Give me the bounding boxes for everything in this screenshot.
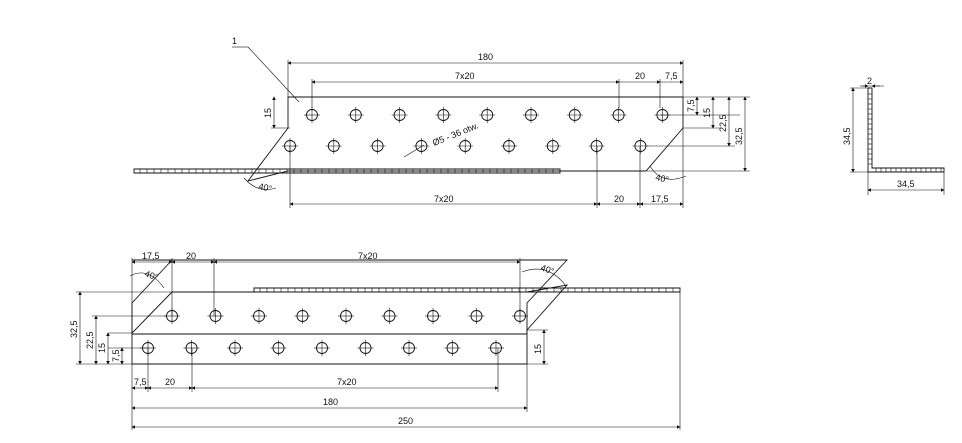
top-view: 180 7x20 20 7,5 1 15 7,5 15 22,5 32,5 <box>133 36 750 208</box>
hole <box>468 308 485 324</box>
hole <box>325 138 342 154</box>
hole <box>338 308 354 324</box>
hole <box>314 340 330 356</box>
hole <box>457 138 474 154</box>
dim-180-top: 180 <box>478 52 493 62</box>
flange-hatch-bottom <box>259 288 674 292</box>
hole <box>401 340 417 356</box>
hole-row-lower-bottom <box>140 340 504 356</box>
dim-15-right: 15 <box>702 108 712 118</box>
hole-row-lower <box>282 138 649 154</box>
dim-20-upper: 20 <box>635 71 645 81</box>
dim-7x20-upper: 7x20 <box>455 71 475 81</box>
dim-15-right-bottom: 15 <box>533 344 543 354</box>
hole <box>369 138 386 154</box>
hole <box>444 340 461 356</box>
hole-row-upper-bottom <box>164 308 528 324</box>
dim-180-bottom: 180 <box>323 397 338 407</box>
angle-label-bottom-left: 40° <box>143 268 160 282</box>
dim-7-5-upper: 7,5 <box>665 71 678 81</box>
dim-34-5-vertical: 34,5 <box>842 127 852 145</box>
bottom-view: 17,5 20 7x20 40° 40° 32,5 22,5 15 7,5 15 <box>69 251 681 430</box>
hole <box>435 107 452 123</box>
flange-hatch <box>139 169 554 173</box>
angle-label-left: 40° <box>258 181 274 194</box>
dim-15-left-bottom: 15 <box>97 343 107 353</box>
dim-7x20-lower: 7x20 <box>434 194 454 204</box>
dim-17-5-bottom-top: 17,5 <box>142 251 160 261</box>
hole <box>304 107 320 123</box>
hole <box>479 107 496 123</box>
hole <box>413 138 430 154</box>
dim-34-5-horizontal: 34,5 <box>897 179 915 189</box>
dim-7x20-bottom-top: 7x20 <box>358 251 378 261</box>
dim-20-bottom-top: 20 <box>186 251 196 261</box>
dim-7-5-right: 7,5 <box>686 99 696 112</box>
dim-32-5-left: 32,5 <box>69 320 79 338</box>
angle-label-right: 40° <box>655 172 671 185</box>
hole <box>566 107 583 123</box>
angle-label-bottom-right: 40° <box>539 262 556 276</box>
hole <box>207 308 224 324</box>
hole <box>357 340 374 356</box>
dim-7-5-left-bottom: 7,5 <box>111 349 121 362</box>
dim-32-5-right: 32,5 <box>734 127 744 145</box>
hole-row-upper <box>304 107 671 123</box>
dim-15-left: 15 <box>263 108 273 118</box>
hole <box>227 340 243 356</box>
dim-20-bottom: 20 <box>165 377 175 387</box>
hole <box>391 107 408 123</box>
side-hatch <box>868 93 942 172</box>
dim-20-lower: 20 <box>614 194 624 204</box>
side-view: 2 34,5 34,5 <box>842 76 945 195</box>
hole <box>347 107 364 123</box>
hole <box>488 340 504 356</box>
hole <box>294 308 311 324</box>
part-label: 1 <box>232 36 237 46</box>
hole <box>544 138 561 154</box>
dim-22-5-left: 22,5 <box>85 331 95 349</box>
hole <box>610 107 627 123</box>
hole <box>523 107 539 123</box>
hole <box>183 340 200 356</box>
dim-7-5-bottom: 7,5 <box>134 377 147 387</box>
dim-7x20-bottom: 7x20 <box>337 377 357 387</box>
hole <box>425 308 441 324</box>
hole <box>251 308 267 324</box>
dim-250-bottom: 250 <box>398 416 413 426</box>
hole <box>501 138 517 154</box>
hole <box>632 138 649 154</box>
dim-2: 2 <box>867 76 872 86</box>
dim-22-5-right: 22,5 <box>718 114 728 132</box>
hole-note: Ø5 - 36 otw. <box>431 120 480 147</box>
hole <box>381 308 398 324</box>
dim-17-5-lower: 17,5 <box>651 194 669 204</box>
hole <box>588 138 605 154</box>
hole <box>270 340 287 356</box>
